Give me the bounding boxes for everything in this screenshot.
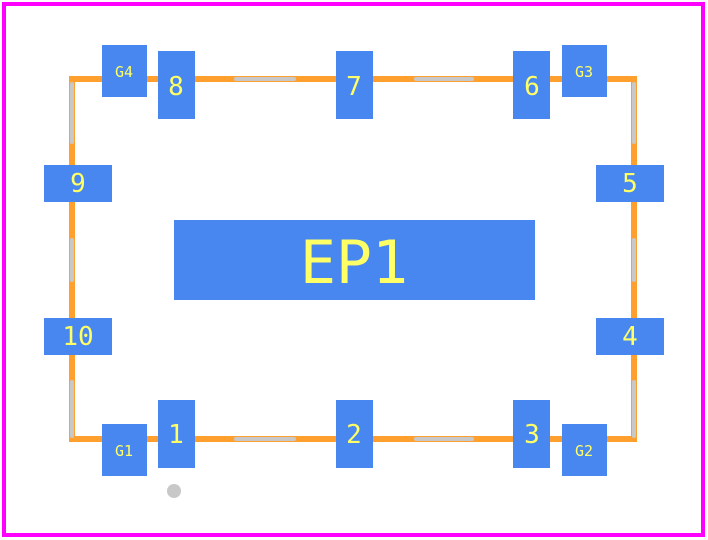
pad-g2 (562, 424, 607, 476)
label-4: 4 (622, 322, 638, 352)
label-8: 8 (168, 72, 184, 102)
label-9: 9 (70, 169, 86, 199)
label-g4: G4 (115, 63, 133, 81)
pad-10 (44, 318, 112, 355)
label-2: 2 (346, 420, 362, 450)
pin1-marker (167, 484, 181, 498)
pad-g3 (562, 45, 607, 97)
label-1: 1 (168, 420, 184, 450)
pad-9 (44, 165, 112, 202)
label-7: 7 (346, 72, 362, 102)
label-5: 5 (622, 169, 638, 199)
pad-4 (596, 318, 664, 355)
pad-ep1 (174, 220, 535, 300)
label-6: 6 (524, 72, 540, 102)
label-g1: G1 (115, 442, 133, 460)
pad-2 (336, 400, 373, 468)
pad-3 (513, 400, 550, 468)
label-g3: G3 (575, 63, 593, 81)
label-ep1: EP1 (300, 228, 408, 298)
label-3: 3 (524, 420, 540, 450)
label-g2: G2 (575, 442, 593, 460)
pad-7 (336, 51, 373, 119)
pad-g1 (102, 424, 147, 476)
fab-layer-lines (70, 77, 636, 441)
pad-8 (158, 51, 195, 119)
label-10: 10 (62, 322, 93, 352)
pad-1 (158, 400, 195, 468)
pad-6 (513, 51, 550, 119)
pad-g4 (102, 45, 147, 97)
pad-5 (596, 165, 664, 202)
